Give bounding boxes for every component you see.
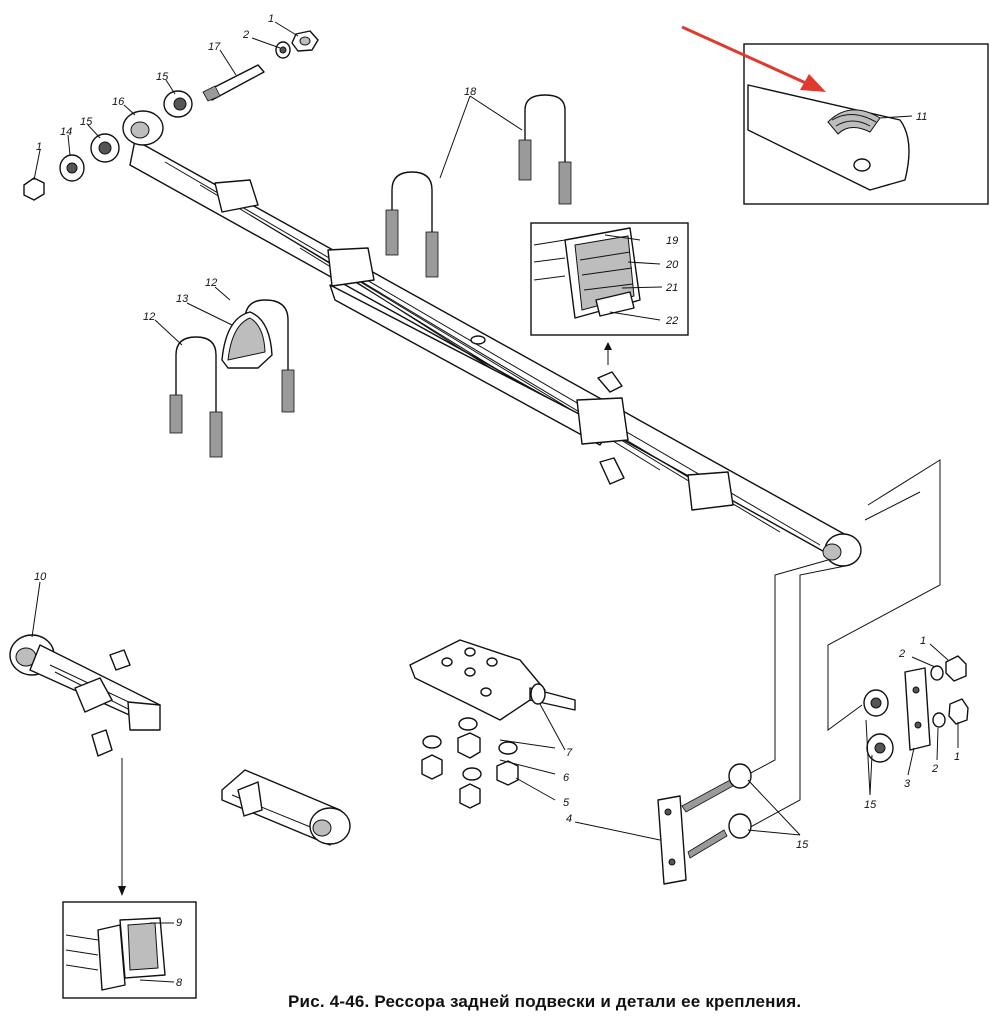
callout-10: 10 xyxy=(34,571,47,583)
callout-21: 21 xyxy=(665,282,678,294)
callout-15: 15 xyxy=(80,116,93,128)
detail-box-11 xyxy=(743,43,989,205)
spring-end-10 xyxy=(9,634,161,757)
callout-20: 20 xyxy=(665,259,679,271)
callout-8: 8 xyxy=(176,977,183,989)
callout-6: 6 xyxy=(563,772,570,784)
callout-12: 12 xyxy=(205,277,217,289)
callout-17: 17 xyxy=(208,41,221,53)
callout-1: 1 xyxy=(954,751,960,763)
figure-caption: Рис. 4-46. Рессора задней подвески и дет… xyxy=(288,992,802,1011)
callout-22: 22 xyxy=(665,315,678,327)
shackle-4 xyxy=(657,763,752,885)
detail-box-19-22 xyxy=(530,222,689,336)
callout-15: 15 xyxy=(864,799,877,811)
callout-1: 1 xyxy=(268,13,274,25)
callout-18: 18 xyxy=(464,86,477,98)
callout-2: 2 xyxy=(242,29,249,41)
callout-2: 2 xyxy=(898,648,905,660)
callout-9: 9 xyxy=(176,917,182,929)
bracket-7 xyxy=(409,639,576,721)
callout-1: 1 xyxy=(36,141,42,153)
callout-16: 16 xyxy=(112,96,125,108)
u-bolt-top xyxy=(518,94,572,205)
detail-box-8-9 xyxy=(62,901,197,999)
callout-2: 2 xyxy=(931,763,938,775)
callout-13: 13 xyxy=(176,293,189,305)
u-bolts-left xyxy=(169,299,295,458)
callout-7: 7 xyxy=(566,747,573,759)
u-bolt-mid xyxy=(385,171,439,278)
front-eye-hardware xyxy=(23,30,319,201)
callout-12: 12 xyxy=(143,311,155,323)
callout-5: 5 xyxy=(563,797,570,809)
red-arrow-icon xyxy=(681,25,826,92)
rear-shackle xyxy=(863,655,969,763)
callout-1: 1 xyxy=(920,635,926,647)
spring-end-lower xyxy=(221,769,351,846)
callout-15: 15 xyxy=(156,71,169,83)
callout-11: 11 xyxy=(916,111,927,123)
callout-3: 3 xyxy=(904,778,911,790)
leader-lines xyxy=(31,21,959,841)
leaf-spring xyxy=(122,110,862,567)
callout-15: 15 xyxy=(796,839,809,851)
callout-4: 4 xyxy=(566,813,572,825)
callouts: 1 2 17 15 16 15 14 1 18 11 19 20 21 22 1… xyxy=(34,13,960,989)
nuts-and-washers xyxy=(421,717,519,809)
callout-19: 19 xyxy=(666,235,678,247)
callout-14: 14 xyxy=(60,126,72,138)
